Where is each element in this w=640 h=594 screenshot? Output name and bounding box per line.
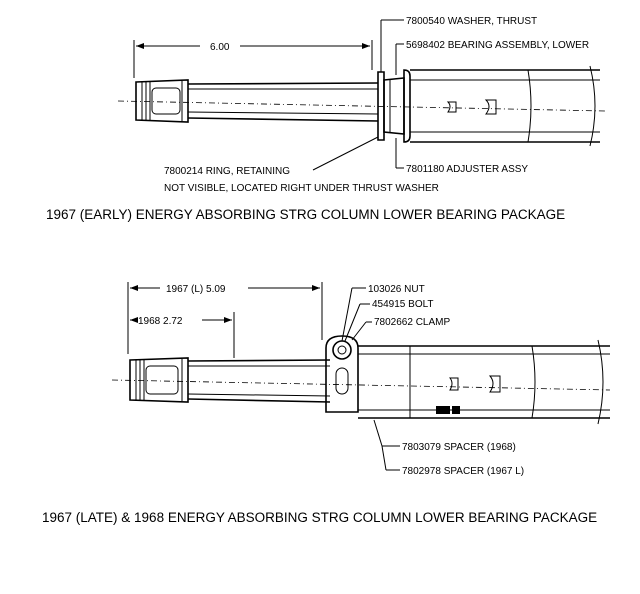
dimension-label-short: 1968 2.72 <box>138 316 183 327</box>
leader-lines <box>312 19 404 171</box>
label-bolt: 454915 BOLT <box>372 299 434 310</box>
dimension-label: 6.00 <box>210 42 230 53</box>
centerline <box>117 100 606 112</box>
label-thrust-washer: 7800540 WASHER, THRUST <box>406 16 537 27</box>
dimension-6-00: 6.00 <box>133 40 373 78</box>
label-adjuster-assy: 7801180 ADJUSTER ASSY <box>406 164 528 175</box>
clamp-assembly <box>325 335 359 413</box>
label-clamp: 7802662 CLAMP <box>374 317 450 328</box>
steering-shaft <box>187 359 331 403</box>
nut-icon <box>332 340 352 360</box>
steering-shaft <box>187 82 379 122</box>
caption-late-1967-1968: 1967 (LATE) & 1968 ENERGY ABSORBING STRG… <box>42 510 597 525</box>
dimension-1967-late: 1967 (L) 5.09 <box>127 282 323 354</box>
leader-lines <box>341 287 400 471</box>
centerline <box>111 379 611 391</box>
label-retaining-ring: 7800214 RING, RETAINING <box>164 166 290 177</box>
lower-bearing-assembly <box>383 69 411 143</box>
column-jacket <box>358 339 610 425</box>
label-nut: 103026 NUT <box>368 284 425 295</box>
dimension-label-long: 1967 (L) 5.09 <box>166 284 226 295</box>
diagram-late-1967-1968: 1967 (L) 5.09 1968 2.72 103026 NUT 45491… <box>42 282 611 525</box>
caption-early-1967: 1967 (EARLY) ENERGY ABSORBING STRG COLUM… <box>46 207 565 222</box>
dimension-1968: 1968 2.72 <box>130 312 235 358</box>
label-spacer-1967-late: 7802978 SPACER (1967 L) <box>402 466 524 477</box>
label-bearing-assembly: 5698402 BEARING ASSEMBLY, LOWER <box>406 40 589 51</box>
column-jacket <box>410 65 600 147</box>
thrust-washer <box>377 71 385 141</box>
splined-shaft-end <box>135 79 189 123</box>
label-spacer-1968: 7803079 SPACER (1968) <box>402 442 516 453</box>
splined-shaft-end <box>129 357 189 403</box>
label-retaining-ring-note: NOT VISIBLE, LOCATED RIGHT UNDER THRUST … <box>164 183 439 194</box>
diagram-early-1967: 6.00 7800540 WASHER, THRUST 5698402 BEAR… <box>46 16 606 222</box>
